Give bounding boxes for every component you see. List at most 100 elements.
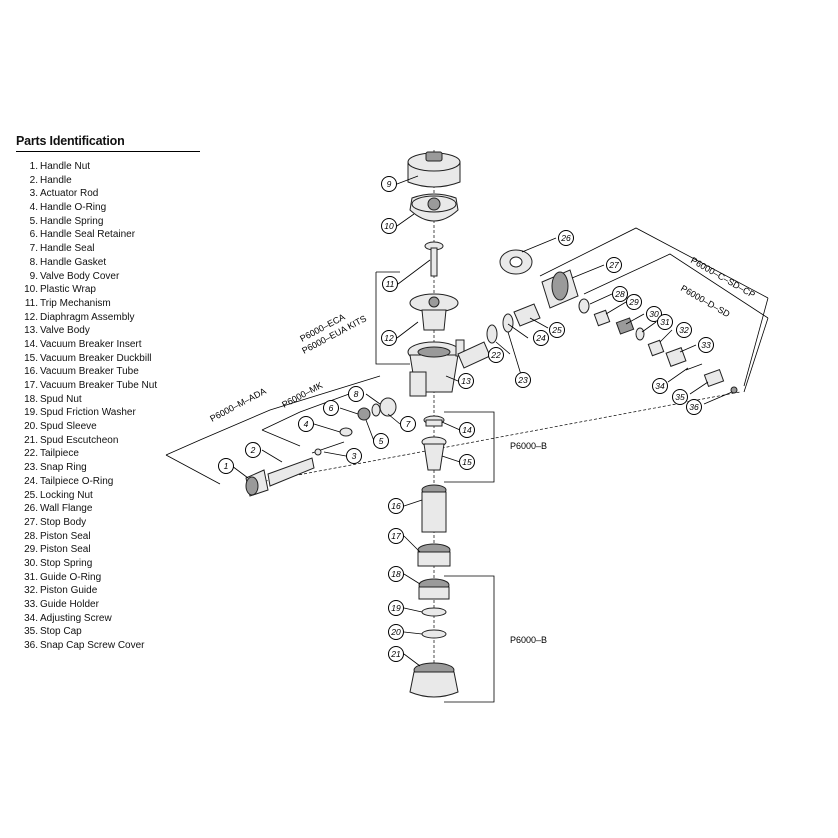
parts-list-item: 17.Vacuum Breaker Tube Nut bbox=[16, 379, 200, 393]
callout-number: 18 bbox=[391, 569, 401, 579]
part-name: Valve Body bbox=[40, 325, 90, 337]
parts-list-item: 5.Handle Spring bbox=[16, 215, 200, 229]
kit-label-m-ada: P6000–M–ADA bbox=[208, 386, 267, 424]
parts-list-item: 11.Trip Mechanism bbox=[16, 297, 200, 311]
part-name: Vacuum Breaker Tube bbox=[40, 366, 139, 378]
part-name: Snap Cap Screw Cover bbox=[40, 640, 145, 652]
parts-list-item: 14.Vacuum Breaker Insert bbox=[16, 338, 200, 352]
part-number: 11. bbox=[24, 297, 38, 309]
part-name: Diaphragm Assembly bbox=[40, 311, 135, 323]
parts-list-item: 35.Stop Cap bbox=[16, 625, 200, 639]
part-name: Piston Seal bbox=[40, 544, 91, 556]
spud-friction-washer-part bbox=[421, 607, 447, 617]
callout-19: 19 bbox=[388, 600, 404, 616]
callout-number: 23 bbox=[517, 375, 528, 385]
callout-number: 10 bbox=[384, 221, 394, 231]
parts-list-item: 8.Handle Gasket bbox=[16, 256, 200, 270]
callouts: 1234567891011121314151617181920212223242… bbox=[218, 176, 714, 662]
part-number: 12. bbox=[24, 311, 38, 323]
callout-number: 15 bbox=[462, 457, 472, 467]
part-name: Vacuum Breaker Insert bbox=[40, 338, 142, 350]
parts-list-item: 10.Plastic Wrap bbox=[16, 283, 200, 297]
callout-20: 20 bbox=[388, 624, 404, 640]
part-name: Stop Spring bbox=[40, 557, 93, 569]
handle-assembly-part bbox=[245, 397, 397, 497]
callout-number: 4 bbox=[304, 419, 309, 429]
tailpiece-assembly-part bbox=[457, 303, 541, 369]
part-number: 9. bbox=[29, 270, 38, 282]
callout-number: 35 bbox=[675, 392, 685, 402]
callout-number: 13 bbox=[461, 376, 471, 386]
part-name: Trip Mechanism bbox=[40, 297, 111, 309]
parts-list-item: 27.Stop Body bbox=[16, 516, 200, 530]
callout-number: 36 bbox=[689, 402, 699, 412]
diaphragm-assembly-part bbox=[409, 293, 459, 331]
parts-list-item: 34.Adjusting Screw bbox=[16, 612, 200, 626]
part-number: 13. bbox=[24, 325, 38, 337]
callout-30: 30 bbox=[646, 306, 662, 322]
part-name: Vacuum Breaker Tube Nut bbox=[40, 380, 158, 391]
leader-lines bbox=[231, 175, 733, 667]
parts-list-item: 1.Handle Nut bbox=[16, 160, 200, 174]
callout-number: 22 bbox=[490, 350, 501, 360]
part-number: 5. bbox=[29, 215, 38, 227]
spud-nut-part bbox=[418, 578, 450, 600]
part-name: Piston Seal bbox=[40, 530, 91, 542]
callout-25: 25 bbox=[549, 322, 565, 338]
callout-number: 30 bbox=[649, 309, 659, 319]
part-name: Wall Flange bbox=[40, 503, 93, 515]
callout-number: 16 bbox=[391, 501, 401, 511]
part-name: Handle Spring bbox=[40, 215, 104, 227]
callout-number: 19 bbox=[391, 603, 401, 613]
stop-body-part bbox=[541, 269, 579, 309]
parts-list-item: 32.Piston Guide bbox=[16, 584, 200, 598]
parts-list-item: 12.Diaphragm Assembly bbox=[16, 311, 200, 325]
parts-list-item: 36.Snap Cap Screw Cover bbox=[16, 639, 200, 653]
callout-number: 33 bbox=[701, 340, 711, 350]
callout-18: 18 bbox=[388, 566, 404, 582]
callout-7: 7 bbox=[400, 416, 416, 432]
callout-number: 25 bbox=[551, 325, 562, 335]
part-name: Adjusting Screw bbox=[40, 612, 112, 624]
part-number: 28. bbox=[24, 530, 38, 542]
part-name: Handle Seal bbox=[40, 243, 95, 255]
part-number: 24. bbox=[24, 475, 38, 487]
parts-list-item: 6.Handle Seal Retainer bbox=[16, 228, 200, 242]
plastic-wrap-part bbox=[409, 193, 459, 222]
part-name: Stop Cap bbox=[40, 626, 82, 638]
callout-number: 31 bbox=[660, 317, 670, 327]
parts-list-item: 24.Tailpiece O-Ring bbox=[16, 475, 200, 489]
callout-8: 8 bbox=[348, 386, 364, 402]
spud-escutcheon-part bbox=[409, 662, 459, 698]
part-name: Handle bbox=[40, 174, 72, 186]
part-number: 17. bbox=[24, 380, 38, 391]
part-name: Plastic Wrap bbox=[40, 284, 96, 296]
callout-23: 23 bbox=[515, 372, 531, 388]
callout-number: 5 bbox=[379, 436, 384, 446]
callout-number: 21 bbox=[390, 649, 401, 659]
wall-flange-part bbox=[499, 249, 533, 275]
callout-number: 6 bbox=[329, 403, 334, 413]
part-name: Handle Nut bbox=[40, 161, 91, 172]
callout-number: 3 bbox=[352, 451, 357, 461]
parts-list-item: 28.Piston Seal bbox=[16, 530, 200, 544]
callout-35: 35 bbox=[672, 389, 688, 405]
part-number: 27. bbox=[24, 516, 38, 528]
callout-17: 17 bbox=[388, 528, 404, 544]
part-number: 14. bbox=[24, 338, 38, 350]
part-number: 33. bbox=[24, 599, 38, 610]
parts-list-item: 2.Handle bbox=[16, 174, 200, 188]
callout-number: 9 bbox=[387, 179, 392, 189]
spud-sleeve-part bbox=[421, 629, 447, 639]
callout-16: 16 bbox=[388, 498, 404, 514]
part-number: 7. bbox=[29, 243, 38, 255]
callout-number: 29 bbox=[628, 297, 639, 307]
part-number: 19. bbox=[24, 407, 38, 419]
callout-28: 28 bbox=[612, 286, 628, 302]
valve-body-cover-part bbox=[407, 151, 461, 188]
parts-list-item: 20.Spud Sleeve bbox=[16, 420, 200, 434]
parts-list-item: 22.Tailpiece bbox=[16, 447, 200, 461]
part-name: Snap Ring bbox=[40, 462, 87, 474]
